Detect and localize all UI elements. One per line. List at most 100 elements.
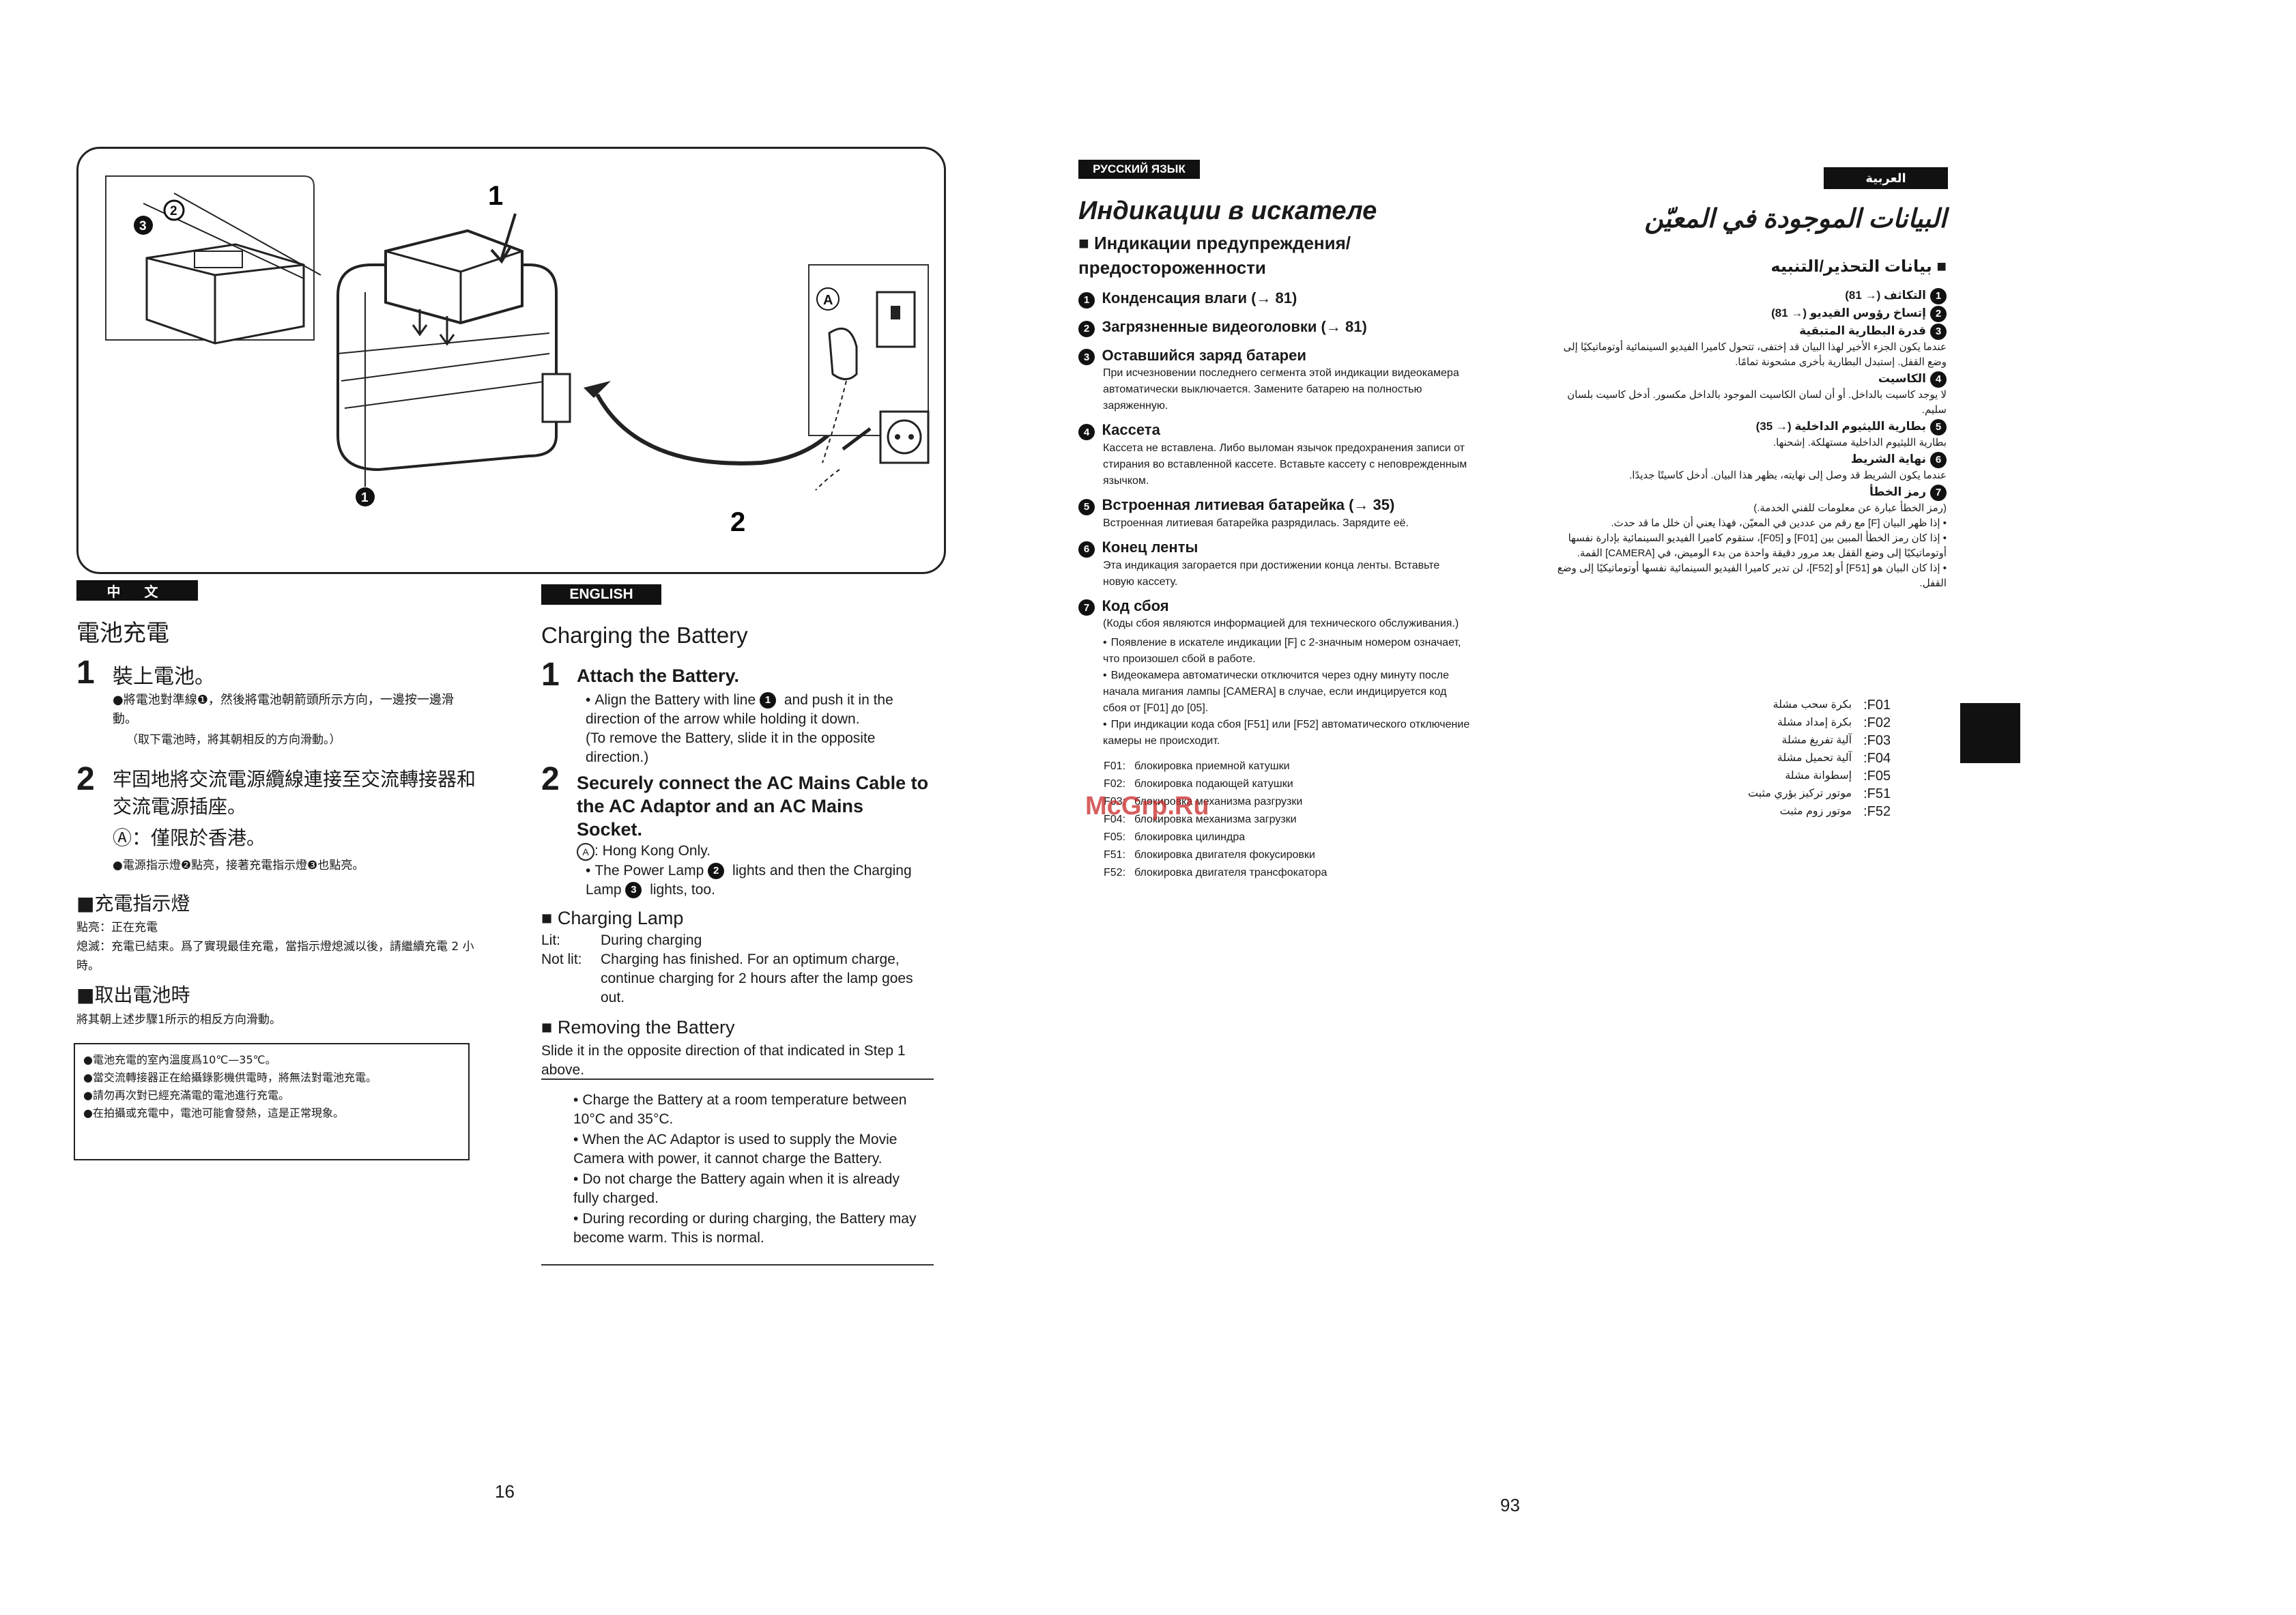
arabic-item-7: 7رمز الخطأ — [1549, 483, 1947, 501]
code-key: :F03 — [1863, 733, 1891, 748]
table-row: موتور تركيز بؤري مثبت:F51 — [1747, 785, 1891, 803]
chinese-note-3: ●請勿再次對已經充滿電的電池進行充電。 — [83, 1089, 289, 1102]
russian-item-5: 5 Встроенная литиевая батарейка (→ 35) В… — [1078, 496, 1474, 532]
russian-item-list: 1 Конденсация влаги (→ 81) 2 Загрязненны… — [1078, 289, 1474, 882]
table-row: F03:блокировка механизма разгрузки — [1103, 793, 1328, 811]
chinese-remove-title: ■取出電池時 — [76, 980, 190, 1007]
code-key: :F02 — [1863, 715, 1891, 730]
chinese-note-1: ●電池充電的室內溫度爲10℃—35℃。 — [83, 1053, 276, 1066]
table-row: F52:блокировка двигателя трансфокатора — [1103, 864, 1328, 882]
russian-item-4: 4 Кассета Кассета не вставлена. Либо выл… — [1078, 421, 1474, 489]
lang-tag-russian: РУССКИЙ ЯЗЫК — [1078, 160, 1200, 179]
chinese-step1-note: （取下電池時，將其朝相反的方向滑動。） — [126, 733, 341, 747]
russian-code-bullet-3: При индикации кода сбоя [F51] или [F52] … — [1103, 717, 1472, 749]
russian-item-7-body: (Коды сбоя являются информацией для техн… — [1103, 618, 1459, 630]
section-thumb-tab — [1960, 703, 2020, 763]
code-value: блокировка двигателя фокусировки — [1134, 849, 1315, 861]
lang-tag-chinese: 中 文 — [76, 580, 198, 601]
page-number-right: 93 — [1500, 1495, 1520, 1515]
circle-3-icon: 3 — [625, 882, 642, 899]
russian-code-bullet-2: Видеокамера автоматически отключится чер… — [1103, 668, 1472, 717]
chinese-step2-title: 牢固地將交流電源纜線連接至交流轉接器和交流電源插座。 — [113, 768, 476, 818]
code-key: F01: — [1104, 760, 1126, 773]
russian-item-3: 3 Оставшийся заряд батареи При исчезнове… — [1078, 347, 1474, 415]
figure-label-2: 2 — [730, 507, 745, 537]
english-step2-bullet: The Power Lamp 2 lights and then the Cha… — [586, 861, 934, 900]
english-remove-body: Slide it in the opposite direction of th… — [541, 1043, 906, 1078]
russian-item-7: 7 Код сбоя (Коды сбоя являются информаци… — [1078, 597, 1474, 633]
chinese-remove-body: 將其朝上述步驟1所示的相反方向滑動。 — [76, 1013, 281, 1027]
english-step1-b1a: Align the Battery with line — [586, 692, 756, 708]
russian-item-4-body: Кассета не вставлена. Либо выломан язычо… — [1103, 442, 1467, 487]
chinese-note-2: ●當交流轉接器正在給攝錄影機供電時，將無法對電池充電。 — [83, 1071, 377, 1084]
english-step1-b1b: and push it in the direction of the arro… — [586, 692, 893, 727]
circle-3-icon: 3 — [1930, 323, 1947, 340]
arabic-item-3-text: قدرة البطارية المتبقية — [1799, 324, 1926, 337]
square-bullet-icon: ■ — [76, 892, 95, 915]
square-bullet-icon: ■ — [1078, 233, 1089, 253]
arabic-item-4: 4 الكاسيت — [1549, 370, 1947, 388]
code-key: F02: — [1104, 778, 1126, 790]
russian-item-2-title: Загрязненные видеоголовки (→ 81) — [1102, 317, 1367, 335]
code-key: :F04 — [1863, 751, 1891, 766]
chinese-step2-bullet: ●電源指示燈❷點亮，接著充電指示燈❸也點亮。 — [113, 859, 364, 872]
code-value: موتور تركيز بؤري مثبت — [1748, 788, 1852, 799]
russian-item-5-body: Встроенная литиевая батарейка разрядилас… — [1103, 517, 1409, 529]
code-key: F51: — [1104, 849, 1126, 861]
chinese-lamp-lit: 點亮：正在充電 — [76, 921, 158, 934]
english-step2-title: Securely connect the AC Mains Cable to t… — [577, 773, 929, 840]
page-number-left: 16 — [495, 1481, 515, 1502]
arabic-item-5-text: بطارية الليثيوم الداخلية (→ 35) — [1755, 420, 1926, 433]
circle-7-icon: 7 — [1078, 599, 1095, 616]
circle-7-icon: 7 — [1930, 484, 1947, 501]
russian-item-7-title: Код сбоя — [1102, 597, 1169, 614]
arabic-item-1: 1التكاثف (→ 81) — [1549, 287, 1947, 304]
english-note-1: Charge the Battery at a room temperature… — [573, 1091, 928, 1129]
table-row: بكرة سحب مشلة:F01 — [1747, 696, 1891, 714]
chinese-notes-box: ●電池充電的室內溫度爲10℃—35℃。 ●當交流轉接器正在給攝錄影機供電時，將無… — [74, 1043, 470, 1160]
table-row: F01: блокировка приемной катушки — [1103, 758, 1328, 775]
english-step2-number: 2 — [541, 761, 560, 797]
english-remove-title-text: Removing the Battery — [557, 1017, 735, 1038]
code-value: блокировка приемной катушки — [1134, 760, 1290, 773]
figure-circle-1: 1 — [361, 491, 369, 505]
english-notes: Charge the Battery at a room temperature… — [573, 1091, 928, 1248]
circle-6-icon: 6 — [1078, 541, 1095, 558]
russian-item-6: 6 Конец ленты Эта индикация загорается п… — [1078, 539, 1474, 590]
code-value: блокировка подающей катушки — [1134, 778, 1293, 790]
circle-4-icon: 4 — [1930, 371, 1947, 388]
english-step2-b1a: The Power Lamp — [586, 863, 704, 878]
code-key: :F01 — [1863, 698, 1891, 713]
russian-item-4-title: Кассета — [1102, 421, 1160, 439]
russian-item-1-title: Конденсация влаги (→ 81) — [1102, 289, 1297, 306]
arabic-item-6-body: عندما يكون الشريط قد وصل إلى نهايته، يظه… — [1629, 470, 1947, 481]
arabic-item-6: 6نهاية الشريط — [1549, 451, 1947, 468]
circle-1-icon: 1 — [1078, 291, 1095, 309]
english-lamp-title: ■ Charging Lamp — [541, 908, 683, 929]
arabic-item-5-body: بطارية الليثيوم الداخلية مستهلكة. إشحنها… — [1773, 437, 1947, 448]
english-remove-title: ■ Removing the Battery — [541, 1017, 734, 1038]
russian-item-6-body: Эта индикация загорается при достижении … — [1103, 559, 1440, 588]
arabic-code-bullet-3: • إذا كان البيان هو [F51] أو [F52]، لن ت… — [1557, 562, 1947, 589]
code-key: F52: — [1104, 867, 1126, 879]
english-step2-b1b: lights and then the Charging Lamp — [586, 863, 912, 898]
square-bullet-icon: ■ — [76, 984, 95, 1006]
table-row: بكرة إمداد مشلة:F02 — [1747, 714, 1891, 732]
english-step1-title: Attach the Battery. — [577, 666, 740, 686]
russian-code-table: F01: блокировка приемной катушки F02: блок… — [1103, 758, 1328, 882]
code-value: блокировка цилиндра — [1134, 831, 1246, 844]
chinese-step1-title: 裝上電池。 — [113, 665, 215, 689]
chinese-step2-note: Ⓐ：僅限於香港。 — [113, 827, 266, 849]
circle-6-icon: 6 — [1930, 451, 1947, 468]
arabic-item-4-text: الكاسيت — [1878, 372, 1926, 385]
english-lamp-title-text: Charging Lamp — [557, 908, 684, 928]
table-row: آلية تحميل مشلة:F04 — [1747, 749, 1891, 767]
english-step2-b1c: lights, too. — [650, 882, 715, 898]
russian-item-2: 2 Загрязненные видеоголовки (→ 81) — [1078, 318, 1474, 337]
code-value: آلية تفريغ مشلة — [1781, 734, 1852, 746]
russian-subtitle-text: Индикации предупреждения/ предостороженн… — [1078, 233, 1351, 278]
arabic-subtitle-text: بيانات التحذير/التنبيه — [1770, 257, 1932, 276]
english-lamp-lit-key: Lit: — [541, 932, 561, 948]
arabic-code-bullet-1: • إذا ظهر البيان [F] مع رقم من عددين في … — [1611, 517, 1947, 529]
english-step2-a-text: Hong Kong Only. — [602, 843, 711, 859]
